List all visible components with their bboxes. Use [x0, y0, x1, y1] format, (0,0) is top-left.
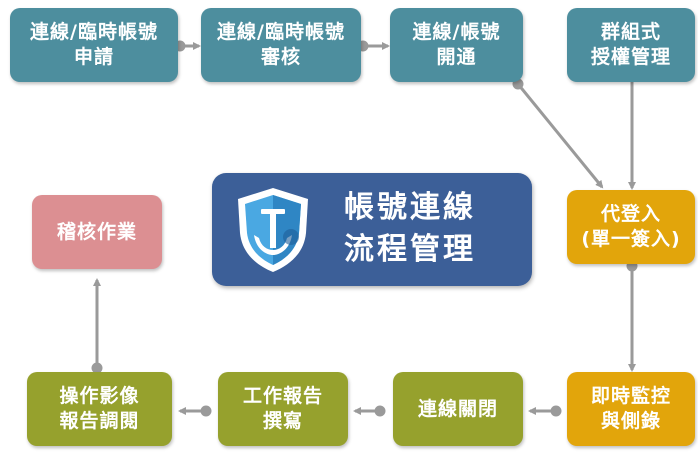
video-report-step: 操作影像 報告調閱 [27, 372, 172, 446]
work-report-step-label: 工作報告 撰寫 [242, 385, 323, 432]
center-title-panel: 帳號連線 流程管理 [212, 173, 532, 286]
work-report-step: 工作報告 撰寫 [218, 372, 348, 446]
open-step-label: 連線/帳號 開通 [412, 21, 501, 68]
proxy-login-step: 代登入 (單一簽入) [567, 190, 695, 264]
monitor-record-step-label: 即時監控 與側錄 [590, 385, 671, 432]
apply-step-label: 連線/臨時帳號 申請 [30, 21, 158, 68]
shield-anchor-icon [238, 188, 308, 272]
close-connection-step-label: 連線關閉 [417, 397, 498, 420]
center-title: 帳號連線 流程管理 [344, 190, 476, 267]
connector-open-proxy [516, 83, 604, 189]
open-step: 連線/帳號 開通 [390, 8, 523, 82]
video-report-step-label: 操作影像 報告調閱 [59, 385, 140, 432]
group-auth-step-label: 群組式 授權管理 [590, 21, 671, 68]
group-auth-step: 群組式 授權管理 [567, 8, 695, 82]
audit-step: 稽核作業 [32, 195, 162, 269]
review-step-label: 連線/臨時帳號 審核 [217, 21, 345, 68]
review-step: 連線/臨時帳號 審核 [201, 8, 361, 82]
apply-step: 連線/臨時帳號 申請 [10, 8, 178, 82]
monitor-record-step: 即時監控 與側錄 [567, 372, 695, 446]
close-connection-step: 連線關閉 [393, 372, 523, 446]
audit-step-label: 稽核作業 [56, 220, 137, 243]
proxy-login-step-label: 代登入 (單一簽入) [581, 203, 681, 250]
